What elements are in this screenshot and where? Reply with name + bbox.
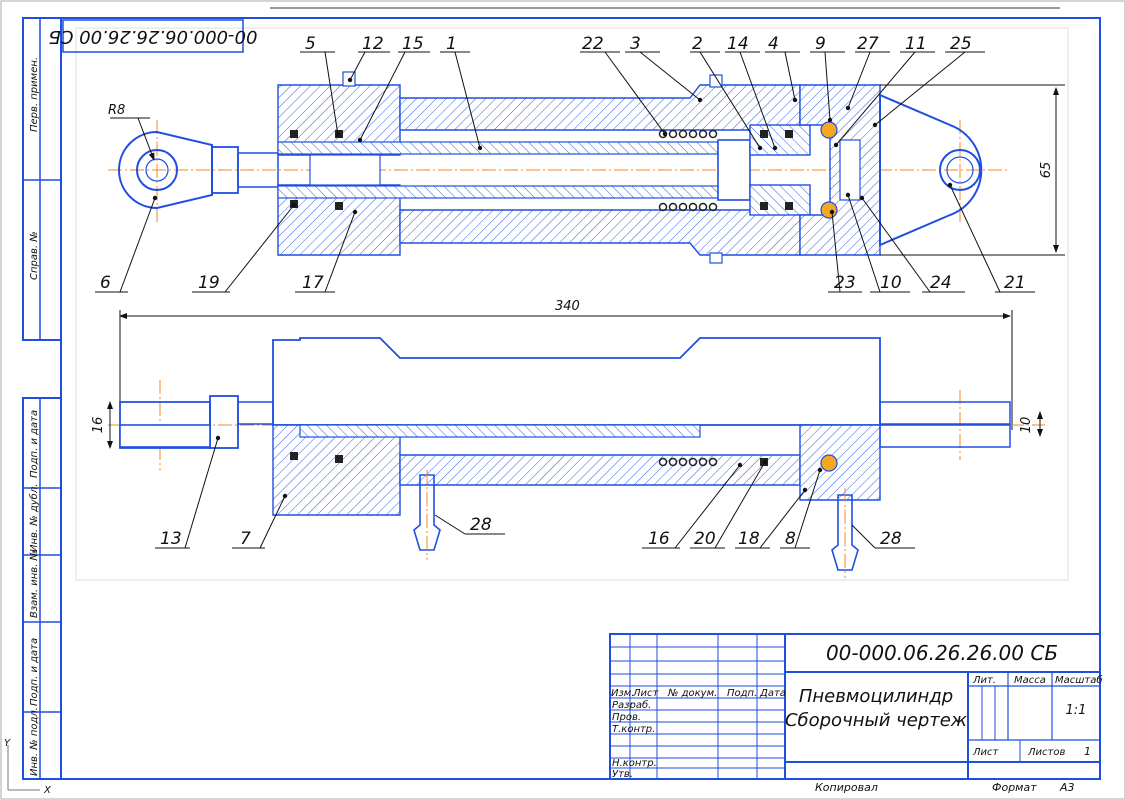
row-prov: Пров. [612,712,641,723]
label-10: 10 [880,273,902,293]
rotated-code-box: 00-000.06.26.26.00 СБ [49,19,258,53]
copied-label: Копировал [815,781,878,794]
col-doc: № докум. [667,688,717,699]
lower-part-labels: 13 7 28 16 20 18 8 28 [155,435,915,549]
row-razrab: Разраб. [612,699,651,711]
axis-x-label: X [43,785,52,796]
label-3: 3 [630,34,641,54]
stamp-ref-no: Справ. № [29,231,40,280]
scale-label: Масштаб [1055,674,1103,686]
sheets-label: Листов [1027,747,1065,758]
dim-height: 65 [1039,162,1054,179]
axis-y-label: Y [4,738,11,749]
ucs-axes-icon: Y X [4,738,52,796]
label-12: 12 [362,34,384,54]
mass-label: Масса [1014,675,1046,686]
format-value: А3 [1059,781,1075,794]
label-13: 13 [160,529,182,549]
dim-length: 340 [555,299,580,314]
label-22: 22 [582,34,604,54]
title-name-1: Пневмоцилиндр [799,686,953,707]
stamp-inv-orig: Инв. № подл. [29,707,40,776]
sheets-value: 1 [1084,745,1091,758]
label-16: 16 [648,529,670,549]
label-1: 1 [446,34,457,54]
label-17: 17 [302,273,324,293]
rotated-code-text: 00-000.06.26.26.00 СБ [49,26,258,47]
dim-rod-right: 10 [1019,417,1034,434]
label-18: 18 [738,529,760,549]
stamp-inv-dup: Инв. № дубл. [28,484,40,552]
col-date: Дата [759,688,786,699]
sheet-label: Лист [972,747,1000,758]
label-24: 24 [930,273,952,293]
label-27: 27 [857,34,879,54]
label-4: 4 [768,34,779,54]
row-utv: Утв. [612,769,633,780]
stamp-sign-date-1: Подп. и дата [29,410,40,478]
col-izm: Изм. [611,688,635,699]
label-8: 8 [785,529,796,549]
label-7: 7 [240,529,251,549]
scale-value: 1:1 [1066,703,1087,718]
row-nkontr: Н.контр. [612,758,657,769]
label-9: 9 [815,34,826,54]
col-list: Лист [632,688,660,699]
label-20: 20 [694,529,716,549]
label-15: 15 [402,34,424,54]
title-name-2: Сборочный чертеж [785,710,968,731]
label-14: 14 [727,34,749,54]
title-block: Изм. Лист № докум. Подп. Дата Разраб. Пр… [609,633,1103,794]
label-23: 23 [834,273,856,293]
format-label: Формат [992,781,1037,794]
stamp-first-use: Перв. примен. [29,57,40,132]
lit-label: Лит. [972,675,996,686]
label-28-left: 28 [470,515,492,535]
lower-half-section-view: 340 16 10 [91,299,1045,578]
label-2: 2 [692,34,703,54]
label-6: 6 [100,273,111,293]
label-21: 21 [1004,273,1026,293]
stamp-replace-inv: Взам. инв. № [29,550,40,618]
row-tkontr: Т.контр. [612,724,655,735]
col-sign: Подп. [727,688,757,699]
side-stamp-column: Перв. примен. Справ. № Подп. и дата Инв.… [22,17,62,780]
label-25: 25 [950,34,972,54]
label-19: 19 [198,273,220,293]
top-view-bottom-labels: 6 19 17 23 10 24 21 [95,182,1035,293]
label-28-right: 28 [880,529,902,549]
stamp-sign-date-2: Подп. и дата [29,638,40,706]
title-code: 00-000.06.26.26.00 СБ [826,641,1058,665]
top-part-labels: 5 12 15 1 22 3 2 14 4 9 27 11 25 [300,34,985,151]
dim-rod-left: 16 [91,417,106,434]
dim-radius: R8 [108,103,125,118]
label-11: 11 [905,34,927,54]
label-5: 5 [305,34,316,54]
